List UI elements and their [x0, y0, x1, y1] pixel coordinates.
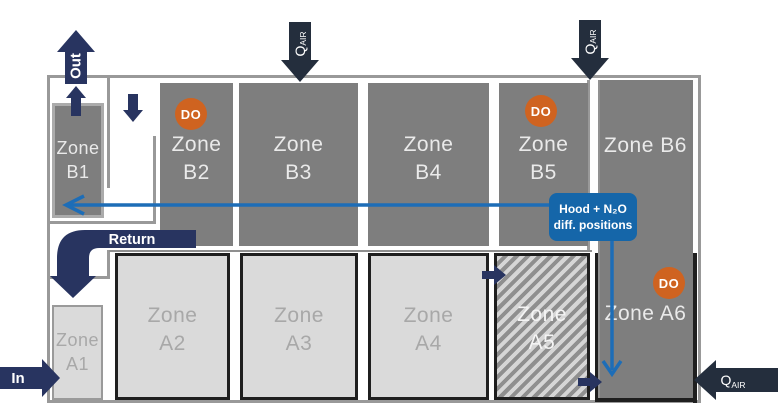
- do-sensor-badge-b5: DO: [525, 95, 557, 127]
- zone-a6-label: Zone A6: [598, 300, 693, 328]
- baffle-wall-b1-bottom: [50, 221, 156, 224]
- zone-a3-box: Zone A3: [240, 253, 358, 400]
- zone-b4-label-line1: Zone: [403, 132, 454, 156]
- zone-a1-label-line2: A1: [65, 353, 90, 374]
- zone-b1-label-line2: B1: [66, 161, 90, 182]
- hood-callout-line1: Hood + N₂O: [559, 201, 627, 216]
- zone-b5-label-line2: B5: [530, 160, 557, 184]
- qair-arrow-b3: [281, 22, 319, 82]
- zone-a6-right-border: [693, 253, 697, 403]
- qair-q: Q: [720, 372, 731, 388]
- zone-b2-label-line1: Zone: [171, 132, 222, 156]
- qair-q: Q: [292, 46, 308, 57]
- qair-arrow-b6: [571, 20, 609, 80]
- do-sensor-label: DO: [658, 275, 680, 291]
- zone-b6-label: Zone B6: [598, 132, 693, 160]
- zone-b3-label-line2: B3: [285, 160, 312, 184]
- zone-a3-label-line2: A3: [285, 331, 313, 355]
- zone-a4-box: Zone A4: [368, 253, 489, 400]
- zone-b6-label-line2: B6: [660, 134, 687, 157]
- do-sensor-label: DO: [530, 103, 552, 119]
- qair-sub: AIR: [298, 31, 308, 45]
- hood-n2o-callout: Hood + N₂O diff. positions: [549, 193, 637, 241]
- qair-arrow-b6-label: QAIR: [582, 29, 598, 54]
- zone-a5-label-line2: A5: [528, 330, 556, 354]
- zone-a5-box-hatched: Zone A5: [494, 253, 590, 400]
- qair-q: Q: [582, 44, 598, 55]
- do-sensor-badge-a6: DO: [653, 267, 685, 299]
- baffle-wall-b5-b6: [587, 80, 590, 252]
- qair-arrow-a6-label: QAIR: [720, 372, 745, 390]
- zone-b4-label-line2: B4: [415, 160, 442, 184]
- baffle-wall-return-bottom: [50, 276, 110, 279]
- zone-b3-label-line1: Zone: [273, 132, 324, 156]
- zone-a6-bottom-border: [595, 398, 697, 402]
- hood-callout-line2: diff. positions: [553, 218, 633, 232]
- zone-a2-label-line1: Zone: [147, 303, 198, 327]
- zone-a6-label-line2: A6: [659, 302, 687, 325]
- baffle-wall-inlet-right: [153, 136, 156, 224]
- zone-a6-label-line1: Zone: [604, 302, 655, 325]
- zone-a5-label-line1: Zone: [517, 302, 567, 326]
- inlet-arrow-label: In: [11, 370, 24, 387]
- zone-a4-label-line2: A4: [415, 331, 442, 355]
- do-sensor-label: DO: [180, 106, 202, 122]
- zone-b1-label-line1: Zone: [56, 137, 100, 158]
- zone-a6-left-border: [595, 253, 598, 400]
- zone-b4-box: Zone B4: [368, 83, 489, 246]
- zone-a2-box: Zone A2: [115, 253, 230, 400]
- tank-outer-wall: [47, 75, 701, 403]
- zone-a2-label-line2: A2: [159, 331, 186, 355]
- zone-b3-box: Zone B3: [239, 83, 358, 246]
- zone-b5-label-line1: Zone: [518, 132, 569, 156]
- qair-arrow-a6: [694, 360, 778, 400]
- zone-a1-label-line1: Zone: [55, 329, 100, 350]
- lane-divider-wall: [109, 250, 592, 252]
- zone-b6-label-line1: Zone: [604, 134, 654, 157]
- baffle-wall-return-right: [107, 250, 110, 279]
- zone-a3-label-line1: Zone: [274, 303, 324, 327]
- qair-arrow-b3-label: QAIR: [292, 31, 308, 56]
- do-sensor-badge-b2: DO: [175, 98, 207, 130]
- zone-b1-box: Zone B1: [52, 103, 104, 218]
- baffle-wall-inlet-left: [107, 78, 110, 188]
- zone-a4-label-line1: Zone: [403, 303, 454, 327]
- qair-sub: AIR: [731, 380, 745, 390]
- zone-b2-box: Zone B2: [160, 83, 233, 246]
- qair-sub: AIR: [588, 29, 598, 43]
- zone-b2-label-line2: B2: [183, 160, 210, 184]
- zone-a1-box: Zone A1: [52, 305, 103, 400]
